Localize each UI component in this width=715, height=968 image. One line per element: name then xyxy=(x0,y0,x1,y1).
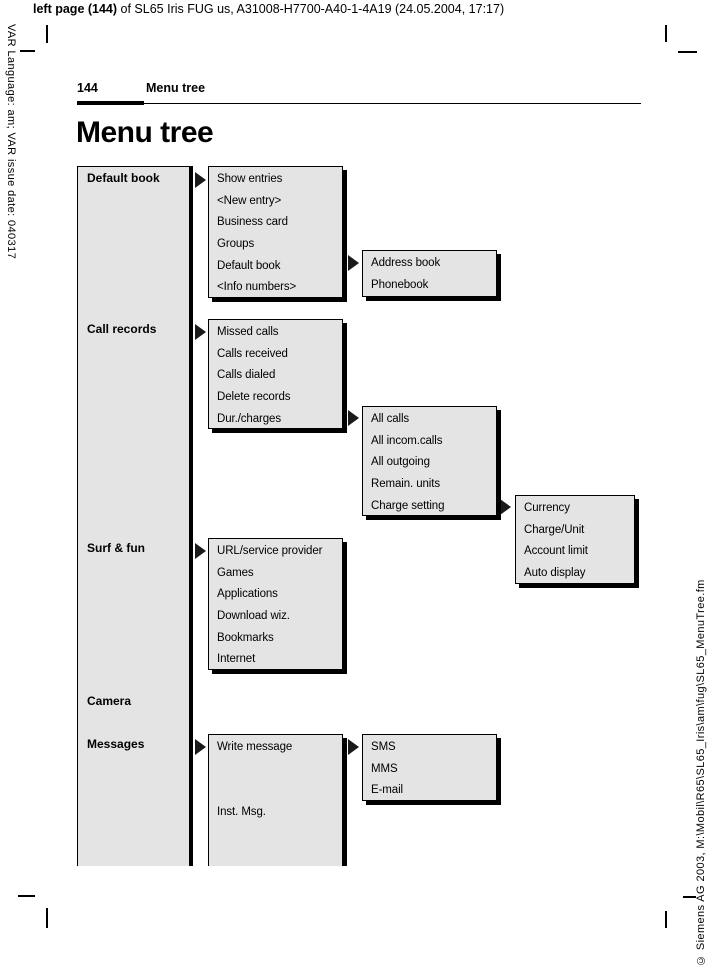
menu-item: Calls dialed xyxy=(217,369,276,382)
submenu-address-book: Address book Phonebook xyxy=(362,250,497,297)
page-number: 144 xyxy=(77,81,98,95)
submenu-charges: All calls All incom.calls All outgoing R… xyxy=(362,406,497,516)
doc-header-page-ref: left page (144) xyxy=(33,2,118,16)
connector-arrow-icon xyxy=(348,255,359,271)
menu-item: Phonebook xyxy=(371,278,429,291)
page-title: Menu tree xyxy=(76,116,214,149)
connector-arrow-icon xyxy=(195,172,206,188)
menu-item: All incom.calls xyxy=(371,434,443,447)
menu-item: Dur./charges xyxy=(217,412,281,425)
menu-item: All outgoing xyxy=(371,456,430,469)
connector-arrow-icon xyxy=(348,739,359,755)
header-rule-thin xyxy=(144,103,641,105)
doc-header: left page (144) of SL65 Iris FUG us, A31… xyxy=(33,2,504,16)
crop-mark-bottom-right-v xyxy=(665,911,667,928)
root-item-surf-fun: Surf & fun xyxy=(87,541,145,555)
menu-item: Auto display xyxy=(524,567,586,580)
header-rule-thick xyxy=(77,101,144,105)
connector-arrow-icon xyxy=(195,324,206,340)
menu-item: Download wiz. xyxy=(217,610,290,623)
menu-item: Groups xyxy=(217,238,255,251)
margin-note-copyright: © Siemens AG 2003, M:\Mobil\R65\SL65_Iri… xyxy=(695,579,707,966)
menu-item: Address book xyxy=(371,257,441,269)
menu-item: Internet xyxy=(217,653,256,666)
menu-item: Charge/Unit xyxy=(524,523,585,536)
menu-item: Default book xyxy=(217,259,281,272)
submenu-messages: Write message Inst. Msg. xyxy=(208,734,347,866)
menu-item: Account limit xyxy=(524,545,588,558)
menu-item: SMS xyxy=(371,741,396,753)
submenu-charge-setting: Currency Charge/Unit Account limit Auto … xyxy=(515,495,635,584)
menu-item: Games xyxy=(217,566,254,579)
menu-item: E-mail xyxy=(371,784,403,797)
menu-item: Calls received xyxy=(217,347,288,360)
crop-mark-top-left-v xyxy=(46,25,48,43)
menu-item: Remain. units xyxy=(371,478,441,491)
doc-header-detail: of SL65 Iris FUG us, A31008-H7700-A40-1-… xyxy=(117,2,505,16)
menu-item: Inst. Msg. xyxy=(217,806,266,819)
menu-item: Missed calls xyxy=(217,326,279,338)
crop-mark-bottom-right-h xyxy=(683,896,696,898)
menu-item: MMS xyxy=(371,762,398,775)
connector-arrow-icon xyxy=(500,499,511,515)
menu-item: Delete records xyxy=(217,391,291,404)
menu-item: Applications xyxy=(217,588,278,601)
running-header: 144 Menu tree xyxy=(77,81,205,95)
menu-item: URL/service provider xyxy=(217,545,323,557)
connector-arrow-icon xyxy=(348,410,359,426)
menu-item: Charge setting xyxy=(371,499,445,512)
menu-root-column: Default book Call records Surf & fun Cam… xyxy=(77,166,193,866)
submenu-write-message: SMS MMS E-mail xyxy=(362,734,497,801)
root-item-messages: Messages xyxy=(87,737,145,751)
menu-item: Currency xyxy=(524,502,570,514)
menu-item: Write message xyxy=(217,741,293,753)
submenu-default-book: Show entries <New entry> Business card G… xyxy=(208,166,343,298)
menu-item: <Info numbers> xyxy=(217,281,297,294)
crop-mark-top-left-h xyxy=(20,50,35,52)
menu-item: Show entries xyxy=(217,173,283,185)
submenu-call-records: Missed calls Calls received Calls dialed… xyxy=(208,319,343,429)
crop-mark-bottom-left-h xyxy=(18,895,35,897)
margin-note-left: VAR Language: am; VAR issue date: 040317 xyxy=(5,24,17,260)
menu-item: Bookmarks xyxy=(217,631,274,644)
crop-mark-top-right-v xyxy=(665,25,667,42)
menu-item: <New entry> xyxy=(217,194,282,207)
menu-item: Business card xyxy=(217,216,288,229)
crop-mark-bottom-left-v xyxy=(46,908,48,928)
root-item-call-records: Call records xyxy=(87,322,157,336)
crop-mark-top-right-h xyxy=(678,51,697,53)
root-item-camera: Camera xyxy=(87,694,132,708)
connector-arrow-icon xyxy=(195,543,206,559)
menu-item: All calls xyxy=(371,413,410,425)
running-header-section: Menu tree xyxy=(146,81,206,95)
connector-arrow-icon xyxy=(195,739,206,755)
submenu-surf-fun: URL/service provider Games Applications … xyxy=(208,538,343,670)
root-item-default-book: Default book xyxy=(87,171,160,185)
